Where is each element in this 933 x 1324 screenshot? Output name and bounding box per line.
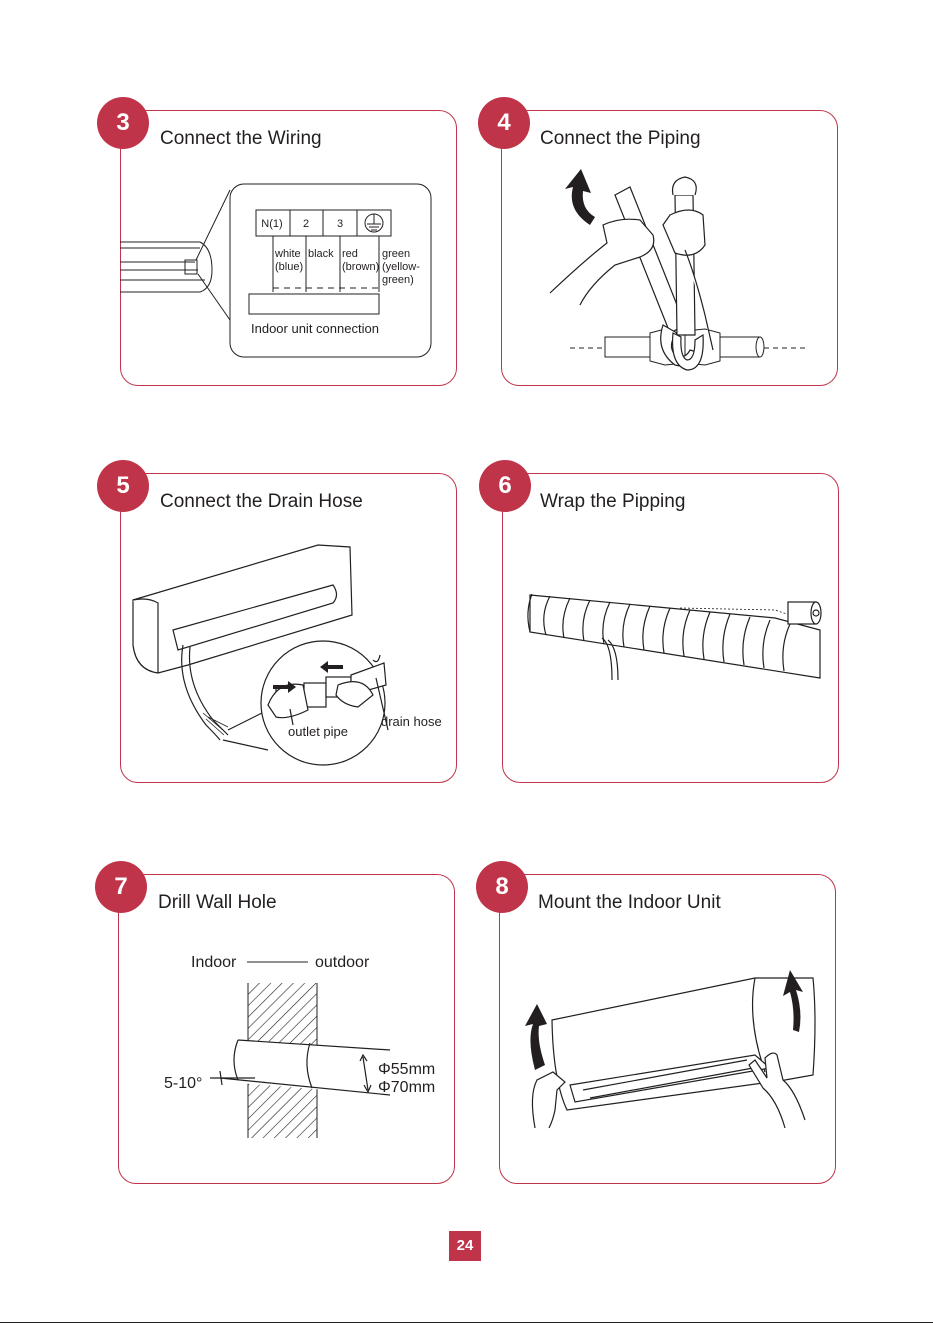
terminal-3: 3 [337, 218, 343, 230]
wall-hole-illustration: Indoor outdoor 5-10° Φ55mm Φ70mm [150, 945, 450, 1145]
wire-red: red [342, 248, 358, 260]
wrap-piping-illustration [520, 590, 825, 690]
piping-illustration [545, 165, 815, 375]
terminal-2: 2 [303, 218, 309, 230]
drain-hose-label: drain hose [381, 714, 442, 729]
wire-blue: (blue) [275, 261, 303, 273]
wire-brown: (brown) [342, 261, 379, 273]
wire-white: white [274, 248, 301, 260]
wire-green-2: green) [382, 274, 414, 286]
step-4-badge: 4 [478, 97, 530, 149]
terminal-n1: N(1) [261, 218, 282, 230]
step-7-title: Drill Wall Hole [158, 892, 277, 914]
wiring-illustration: N(1) 2 3 white (blue) black red (brown) … [120, 180, 440, 365]
step-5-title: Connect the Drain Hose [160, 491, 363, 513]
step-8-title: Mount the Indoor Unit [538, 892, 721, 914]
step-6-badge: 6 [479, 460, 531, 512]
wiring-caption: Indoor unit connection [251, 321, 379, 336]
page-number: 24 [449, 1231, 481, 1261]
angle-label: 5-10° [164, 1075, 202, 1092]
wire-black: black [308, 248, 334, 260]
mount-unit-illustration [515, 960, 820, 1130]
step-3-title: Connect the Wiring [160, 128, 322, 150]
step-8-badge: 8 [476, 861, 528, 913]
wire-yellow: (yellow- [382, 261, 420, 273]
indoor-label: Indoor [191, 954, 237, 971]
diameter-55-label: Φ55mm [378, 1061, 435, 1078]
step-6-title: Wrap the Pipping [540, 491, 685, 513]
outlet-pipe-label: outlet pipe [288, 724, 348, 739]
step-5-badge: 5 [97, 460, 149, 512]
diameter-70-label: Φ70mm [378, 1079, 435, 1096]
bottom-rule [0, 1322, 933, 1323]
step-3-badge: 3 [97, 97, 149, 149]
wire-green: green [382, 248, 410, 260]
drain-hose-illustration: outlet pipe drain hose [128, 535, 453, 770]
outdoor-label: outdoor [315, 954, 370, 971]
step-7-badge: 7 [95, 861, 147, 913]
step-4-title: Connect the Piping [540, 128, 701, 150]
